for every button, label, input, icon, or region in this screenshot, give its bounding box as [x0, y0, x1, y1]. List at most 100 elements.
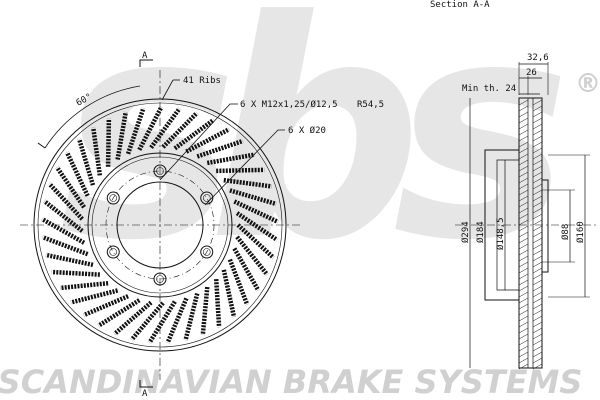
hatch-line: [518, 135, 529, 142]
rib: [216, 167, 265, 174]
hatch-line: [518, 243, 529, 250]
bolt-hole-thread: [109, 248, 118, 256]
rib: [173, 118, 215, 151]
hatch-line: [518, 315, 529, 322]
section-hatching: [518, 99, 543, 370]
rib: [51, 269, 100, 277]
hatch-line: [532, 129, 543, 136]
rib: [183, 292, 200, 341]
bolt-hole: [106, 191, 120, 205]
hatch-line: [532, 225, 543, 232]
hatch-line: [532, 327, 543, 334]
hatch-line: [518, 309, 529, 316]
rib: [41, 217, 86, 245]
bolt-radius-label: R54,5: [357, 100, 384, 110]
rib: [185, 127, 231, 154]
hatch-line: [532, 105, 543, 112]
hatch-line: [518, 291, 529, 298]
hatch-line: [532, 297, 543, 304]
hatch-line: [518, 147, 529, 154]
rib: [232, 247, 261, 292]
rib: [233, 199, 279, 224]
dim-160-label: Ø160: [575, 221, 586, 243]
hatch-line: [532, 183, 543, 190]
bolt-holes-label: 6 X M12x1,25/Ø12,5: [240, 99, 338, 110]
hatch-line: [532, 153, 543, 160]
hatch-line: [518, 171, 529, 178]
hatch-line: [518, 123, 529, 130]
rib: [43, 199, 84, 233]
hatch-line: [532, 303, 543, 310]
rib: [235, 235, 269, 276]
hatch-line: [518, 129, 529, 136]
angle-arc: [44, 85, 141, 149]
bolt-hole-leader: [159, 103, 238, 181]
hatch-line: [532, 315, 543, 322]
rib: [227, 258, 250, 306]
rib: [64, 151, 90, 197]
hatch-line: [518, 201, 529, 208]
dim-88-label: Ø88: [560, 224, 571, 240]
rib: [91, 127, 103, 176]
hatch-line: [518, 177, 529, 184]
rib: [213, 278, 222, 328]
hatch-line: [532, 243, 543, 250]
rib: [223, 177, 272, 189]
ribs-label: 41 Ribs: [183, 76, 221, 86]
hatch-line: [518, 237, 529, 244]
section-hat-inner: [496, 159, 519, 291]
hatch-line: [532, 351, 543, 358]
hatch-line: [532, 177, 543, 184]
rib: [77, 138, 96, 186]
hatch-line: [518, 165, 529, 172]
bolt-hole: [200, 191, 214, 205]
section-view: [455, 62, 598, 370]
hatch-line: [518, 333, 529, 340]
hatch-line: [518, 351, 529, 358]
hatch-line: [518, 117, 529, 124]
hatch-line: [532, 141, 543, 148]
hatch-line: [532, 195, 543, 202]
hatch-line: [532, 255, 543, 262]
dim-184-label: Ø184: [475, 221, 486, 243]
rib: [70, 288, 119, 305]
rib: [82, 294, 129, 318]
cooling-ribs: [41, 105, 279, 344]
hatch-line: [518, 231, 529, 238]
hatch-line: [518, 153, 529, 160]
rib: [221, 269, 237, 318]
hatch-line: [518, 357, 529, 364]
bolt-hole: [106, 245, 120, 259]
bolt-hole: [200, 245, 214, 259]
hatch-line: [518, 363, 529, 370]
hatch-line: [518, 339, 529, 346]
hatch-line: [532, 285, 543, 292]
section-cut-bottom: [139, 380, 153, 388]
hatch-line: [532, 339, 543, 346]
hatch-line: [532, 357, 543, 364]
pilot-holes-label: 6 X Ø20: [288, 125, 326, 136]
hatch-line: [532, 249, 543, 256]
hatch-line: [518, 345, 529, 352]
hatch-line: [532, 213, 543, 220]
hatch-line: [518, 249, 529, 256]
angle-arc-end: [37, 142, 46, 149]
ribs-leader: [161, 79, 174, 101]
rib: [165, 297, 189, 344]
rib: [59, 280, 109, 291]
rib: [45, 252, 94, 268]
hatch-line: [518, 321, 529, 328]
hatch-line: [518, 213, 529, 220]
hatch-line: [532, 111, 543, 118]
hatch-line: [532, 123, 543, 130]
section-marker-bottom: A: [142, 389, 148, 399]
rib: [147, 300, 177, 344]
hatch-line: [518, 183, 529, 190]
rib: [130, 301, 165, 342]
section-cut-top: [139, 59, 153, 67]
rib: [196, 138, 244, 159]
hatch-line: [532, 333, 543, 340]
hatch-line: [518, 159, 529, 166]
